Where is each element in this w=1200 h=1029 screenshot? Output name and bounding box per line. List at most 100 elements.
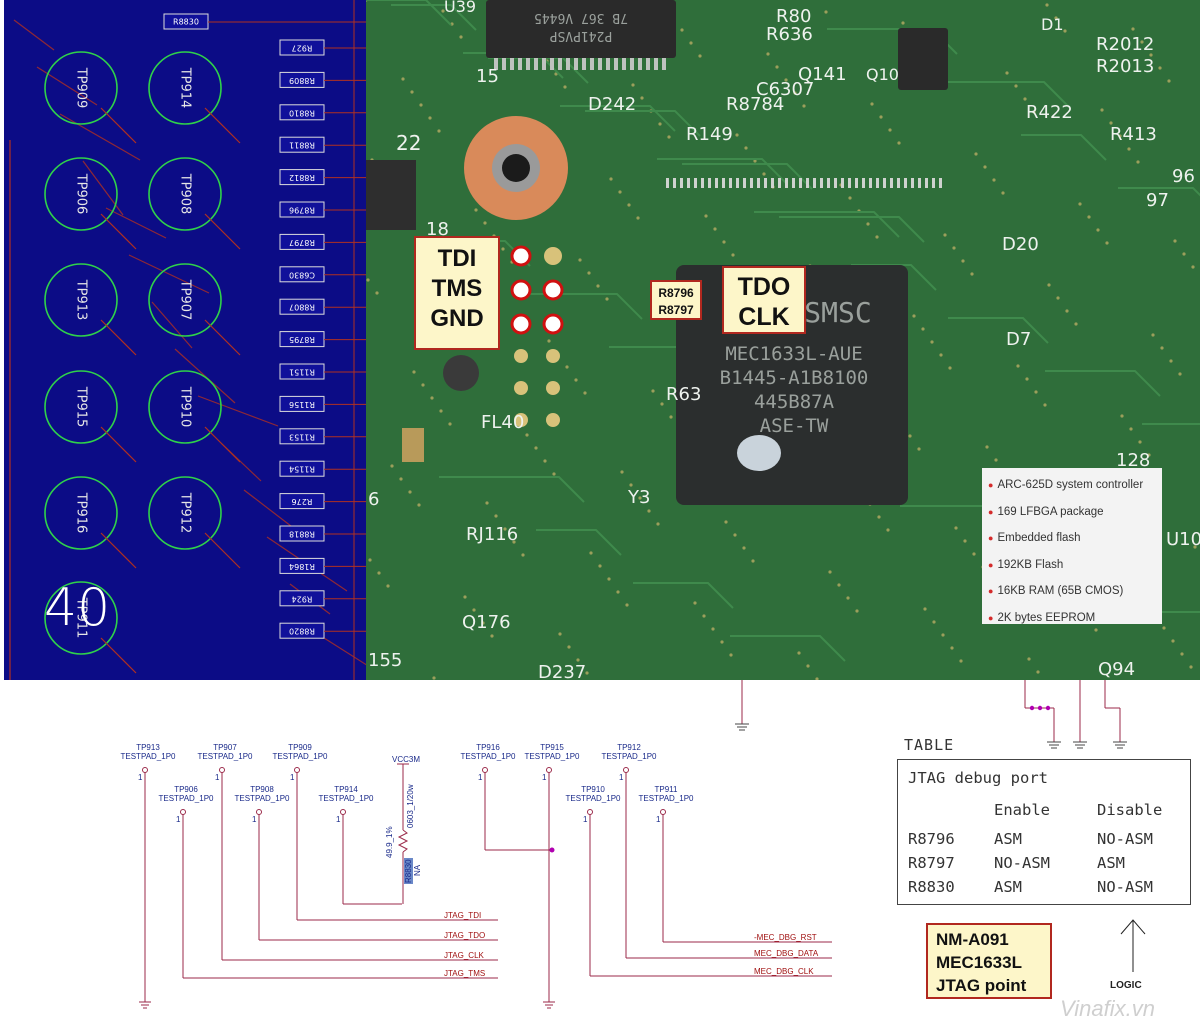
resistor-label: R1864 — [289, 562, 315, 571]
via-dot — [521, 553, 525, 557]
resistor-label: R8811 — [289, 141, 315, 150]
ic-pin — [883, 178, 886, 188]
via-dot — [607, 577, 611, 581]
table-cell-enable: NO-ASM — [994, 854, 1050, 872]
via-dot — [463, 595, 467, 599]
ground-symbol — [1047, 741, 1061, 749]
via-dot — [587, 271, 591, 275]
column-enable: Enable — [994, 801, 1050, 819]
test-pad-ring — [148, 51, 222, 125]
test-pad-label: TP914 — [178, 67, 193, 109]
resistor-label: R1154 — [289, 465, 315, 474]
feature-item: ●2K bytes EEPROM — [988, 605, 1162, 632]
pad-trace — [100, 107, 137, 144]
via-dot — [713, 227, 717, 231]
ic-pin — [694, 178, 697, 188]
resistor-label: R8812 — [289, 173, 315, 182]
via-dot — [1129, 427, 1133, 431]
table-cell-ref: R8796 — [908, 830, 955, 848]
ic-pin — [757, 178, 760, 188]
via-dot — [620, 470, 624, 474]
via-dot — [930, 340, 934, 344]
via-pad — [514, 413, 528, 427]
via-dot — [432, 676, 436, 680]
trace-line — [13, 19, 55, 51]
ic-pin — [715, 178, 718, 188]
via-dot — [1014, 84, 1018, 88]
via-dot — [917, 447, 921, 451]
silkscreen-label: R422 — [1026, 102, 1073, 123]
via-dot — [877, 515, 881, 519]
via-dot — [724, 520, 728, 524]
pad-trace — [204, 532, 241, 569]
ground-symbol — [1073, 741, 1087, 749]
via-dot — [627, 203, 631, 207]
trace-line — [128, 254, 210, 294]
pin-number: 1 — [138, 773, 143, 782]
silkscreen-label: R80 — [776, 6, 811, 27]
chip-features-list: ●ARC-625D system controller ●169 LFBGA p… — [982, 468, 1162, 624]
testpad-ref: TP914 — [334, 785, 358, 794]
via-dot — [1032, 110, 1036, 114]
note-line: NM-A091 — [936, 930, 1009, 949]
ground-symbol — [543, 1001, 555, 1009]
pad-trace — [100, 532, 137, 569]
via-dot — [1158, 66, 1162, 70]
callout-resistors: R8796 R8797 — [650, 280, 702, 320]
silkscreen-label: 128 — [1116, 450, 1150, 471]
ic-pin — [792, 178, 795, 188]
feature-item: ●16KB RAM (65B CMOS) — [988, 578, 1162, 605]
test-pad-ring — [44, 51, 118, 125]
via-dot — [1171, 639, 1175, 643]
via-dot — [525, 433, 529, 437]
table-cell-enable: ASM — [994, 878, 1022, 896]
junction-dot — [549, 847, 555, 853]
via-dot — [992, 178, 996, 182]
via-dot — [722, 240, 726, 244]
testpad-pin — [546, 767, 552, 773]
pad-trace — [204, 319, 241, 356]
via-dot — [1065, 309, 1069, 313]
pad-trace — [204, 107, 241, 144]
chip-pin — [614, 58, 618, 70]
test-pad-ring — [148, 263, 222, 337]
test-pad-label: TP913 — [74, 279, 89, 321]
testpad-pin — [340, 809, 346, 815]
ground-symbol — [139, 1001, 151, 1009]
silkscreen-label: R8784 — [726, 94, 784, 115]
test-pad-label: TP916 — [74, 492, 89, 534]
testpad-type: TESTPAD_1P0 — [121, 752, 177, 761]
via-dot — [802, 104, 806, 108]
test-pad-ring — [148, 476, 222, 550]
via-dot — [503, 527, 507, 531]
via-pad — [546, 413, 560, 427]
via-dot — [437, 129, 441, 133]
via-dot — [762, 172, 766, 176]
via-dot — [1138, 440, 1142, 444]
silkscreen-label: 155 — [368, 650, 402, 671]
via-dot — [698, 54, 702, 58]
silkscreen-label: R2013 — [1096, 56, 1154, 77]
chip-pin — [622, 58, 626, 70]
silkscreen-label: 96 — [1172, 166, 1195, 187]
via-dot — [1191, 265, 1195, 269]
via-dot — [494, 514, 498, 518]
via-dot — [1005, 71, 1009, 75]
ic-pin — [680, 178, 683, 188]
test-pad-ring — [44, 581, 118, 655]
chip-origin: ASE-TW — [760, 415, 829, 437]
junction-dot — [1045, 705, 1051, 711]
resistor-label: R1153 — [289, 432, 315, 441]
inductor — [443, 355, 479, 391]
via-dot — [1025, 377, 1029, 381]
test-pad-label: TP907 — [178, 279, 193, 321]
ic-pin — [743, 178, 746, 188]
testpad-ref: TP907 — [213, 743, 237, 752]
board-trace — [536, 529, 622, 556]
via-dot — [658, 122, 662, 126]
table-title: TABLE — [904, 736, 955, 754]
via-dot — [631, 83, 635, 87]
via-dot — [1169, 359, 1173, 363]
testpad-type: TESTPAD_1P0 — [273, 752, 329, 761]
via-dot — [855, 609, 859, 613]
